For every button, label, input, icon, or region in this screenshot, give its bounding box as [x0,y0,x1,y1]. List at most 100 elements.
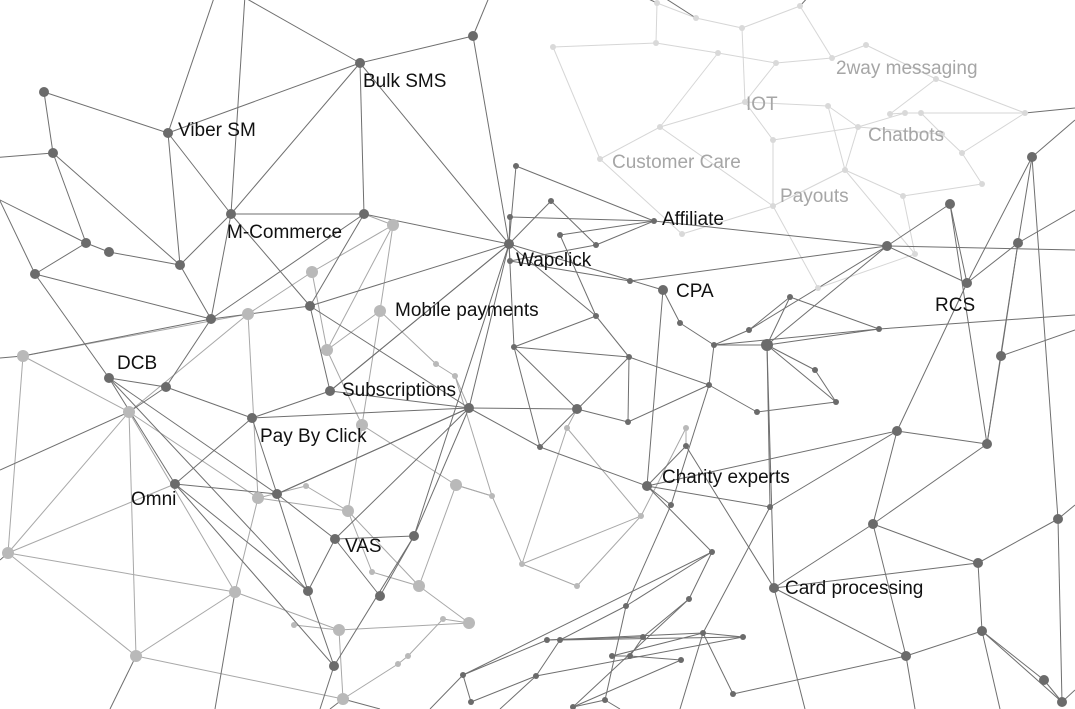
label-card-processing: Card processing [785,578,924,599]
network-edge [766,344,816,371]
network-node [825,103,831,109]
network-node [507,258,513,264]
network-node [252,492,264,504]
network-node [739,25,745,31]
network-edge [775,57,833,64]
network-node [678,657,684,663]
network-node [413,580,425,592]
network-edge [174,417,253,485]
network-node [982,439,992,449]
network-edge [905,655,916,709]
network-node [842,167,848,173]
network-edge [865,44,937,80]
network-node [876,326,882,332]
network-node [979,181,985,187]
network-node [163,128,173,138]
network-node [593,313,599,319]
network-edge [338,629,344,700]
network-edge [0,199,36,275]
network-edge [230,0,246,215]
network-node [303,483,309,489]
network-node [1013,238,1023,248]
network-edge [311,271,328,351]
network-node [537,444,543,450]
network-edge [454,375,493,497]
network-edge [688,551,713,600]
network-edge [902,183,983,197]
network-edge [509,216,655,222]
network-edge [646,485,672,506]
network-edge [629,245,888,282]
network-node [1057,697,1067,707]
network-edge [293,624,340,631]
network-edge [413,243,510,537]
network-edge [535,636,744,677]
network-node [81,238,91,248]
network-node [330,534,340,544]
network-edge [902,195,916,255]
network-node [642,481,652,491]
network-node [206,314,216,324]
network-node [902,110,908,116]
network-edge [886,203,951,247]
network-edge [329,243,510,392]
network-edge [309,243,510,307]
network-edge [977,518,1059,564]
network-edge [535,639,561,677]
network-node [303,586,313,596]
network-edge [214,591,236,709]
network-edge [977,562,983,632]
network-edge [305,485,349,512]
network-node [272,489,282,499]
network-node [460,672,466,678]
network-edge [966,242,1019,284]
network-edge [307,538,336,592]
network-edge [251,417,278,495]
network-edge [1017,209,1075,244]
network-edge [920,112,943,135]
network-edge [379,310,437,365]
network-node [706,382,712,388]
network-edge [744,101,774,141]
network-edge [513,346,630,358]
label-customer-care: Customer Care [612,152,741,173]
network-node [761,339,773,351]
network-node [291,622,297,628]
network-edge [230,62,361,215]
network-edge [454,375,470,409]
network-edge [407,618,444,657]
network-node [773,60,779,66]
network-edge [986,355,1002,445]
network-edge [773,587,806,709]
network-edge [247,271,313,315]
network-edge [748,296,791,331]
network-edge [744,62,777,103]
network-node [627,278,633,284]
network-edge [34,273,110,379]
network-edge [627,356,630,423]
network-edge [1031,119,1075,158]
network-node [452,373,458,379]
network-edge [521,563,578,587]
network-edge [347,510,420,587]
network-edge [347,424,363,512]
network-node [104,247,114,257]
network-edge [257,497,349,512]
network-node [754,409,760,415]
network-edge [741,5,801,29]
network-edge [167,62,361,134]
network-node [918,110,924,116]
network-edge [656,2,697,19]
network-node [305,301,315,311]
network-node [440,616,446,622]
network-edge [309,213,365,307]
network-edge [7,355,24,554]
network-edge [713,328,880,346]
network-edge [981,630,1063,703]
network-node [863,42,869,48]
network-edge [167,132,181,266]
network-node [30,269,40,279]
network-edge [234,591,340,631]
network-edge [769,430,898,508]
network-node [797,3,803,9]
